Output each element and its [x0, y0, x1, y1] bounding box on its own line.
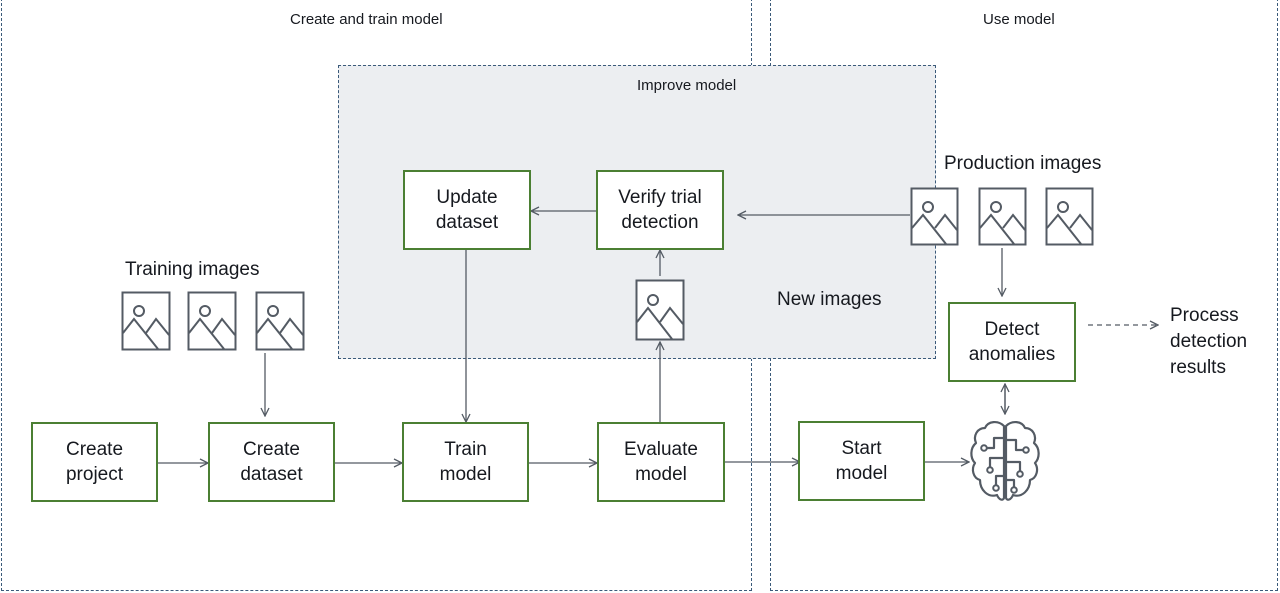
- start-model-step: Start model: [798, 421, 925, 501]
- training-image-icon: [187, 291, 237, 351]
- new-image-icon: [635, 279, 685, 341]
- production-image-icon: [1045, 187, 1094, 246]
- production-image-icon: [910, 187, 959, 246]
- training-image-icon: [255, 291, 305, 351]
- detect-anomalies-step: Detect anomalies: [948, 302, 1076, 382]
- training-images-label: Training images: [125, 259, 260, 280]
- production-image-icon: [978, 187, 1027, 246]
- improve-model-title: Improve model: [637, 77, 737, 94]
- verify-trial-detection-step: Verify trial detection: [596, 170, 724, 250]
- use-model-title: Use model: [983, 11, 1055, 28]
- production-images-label: Production images: [944, 153, 1102, 174]
- train-model-step: Train model: [402, 422, 529, 502]
- new-images-label: New images: [777, 289, 882, 310]
- process-detection-results-label: Process detection results: [1170, 305, 1248, 379]
- training-image-icon: [121, 291, 171, 351]
- ml-brain-icon: [970, 421, 1040, 501]
- create-train-title: Create and train model: [290, 11, 443, 28]
- update-dataset-step: Update dataset: [403, 170, 531, 250]
- evaluate-model-step: Evaluate model: [597, 422, 725, 502]
- create-project-step: Create project: [31, 422, 158, 502]
- create-dataset-step: Create dataset: [208, 422, 335, 502]
